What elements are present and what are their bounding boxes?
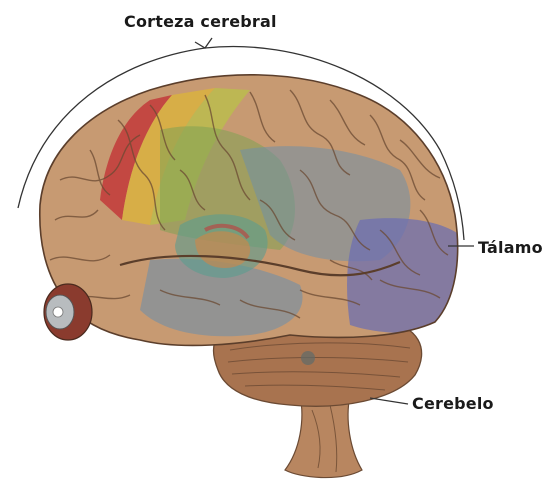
cerebellum-leader [370,398,408,404]
brain-stem [285,395,362,478]
label-cortex: Corteza cerebral [124,12,277,31]
label-thalamus: Tálamo [478,238,543,257]
cortex-bracket-tick [195,38,212,48]
eye-shape [44,284,92,340]
label-cerebellum: Cerebelo [412,394,494,413]
